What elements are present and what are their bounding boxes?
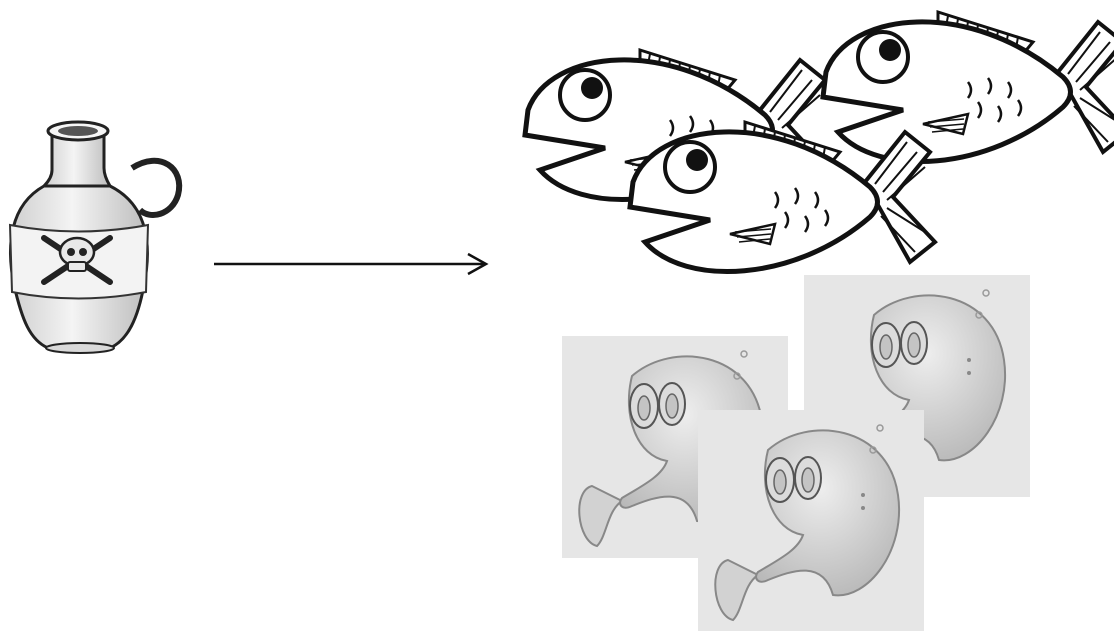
sad-fish-card-3 bbox=[698, 410, 924, 631]
